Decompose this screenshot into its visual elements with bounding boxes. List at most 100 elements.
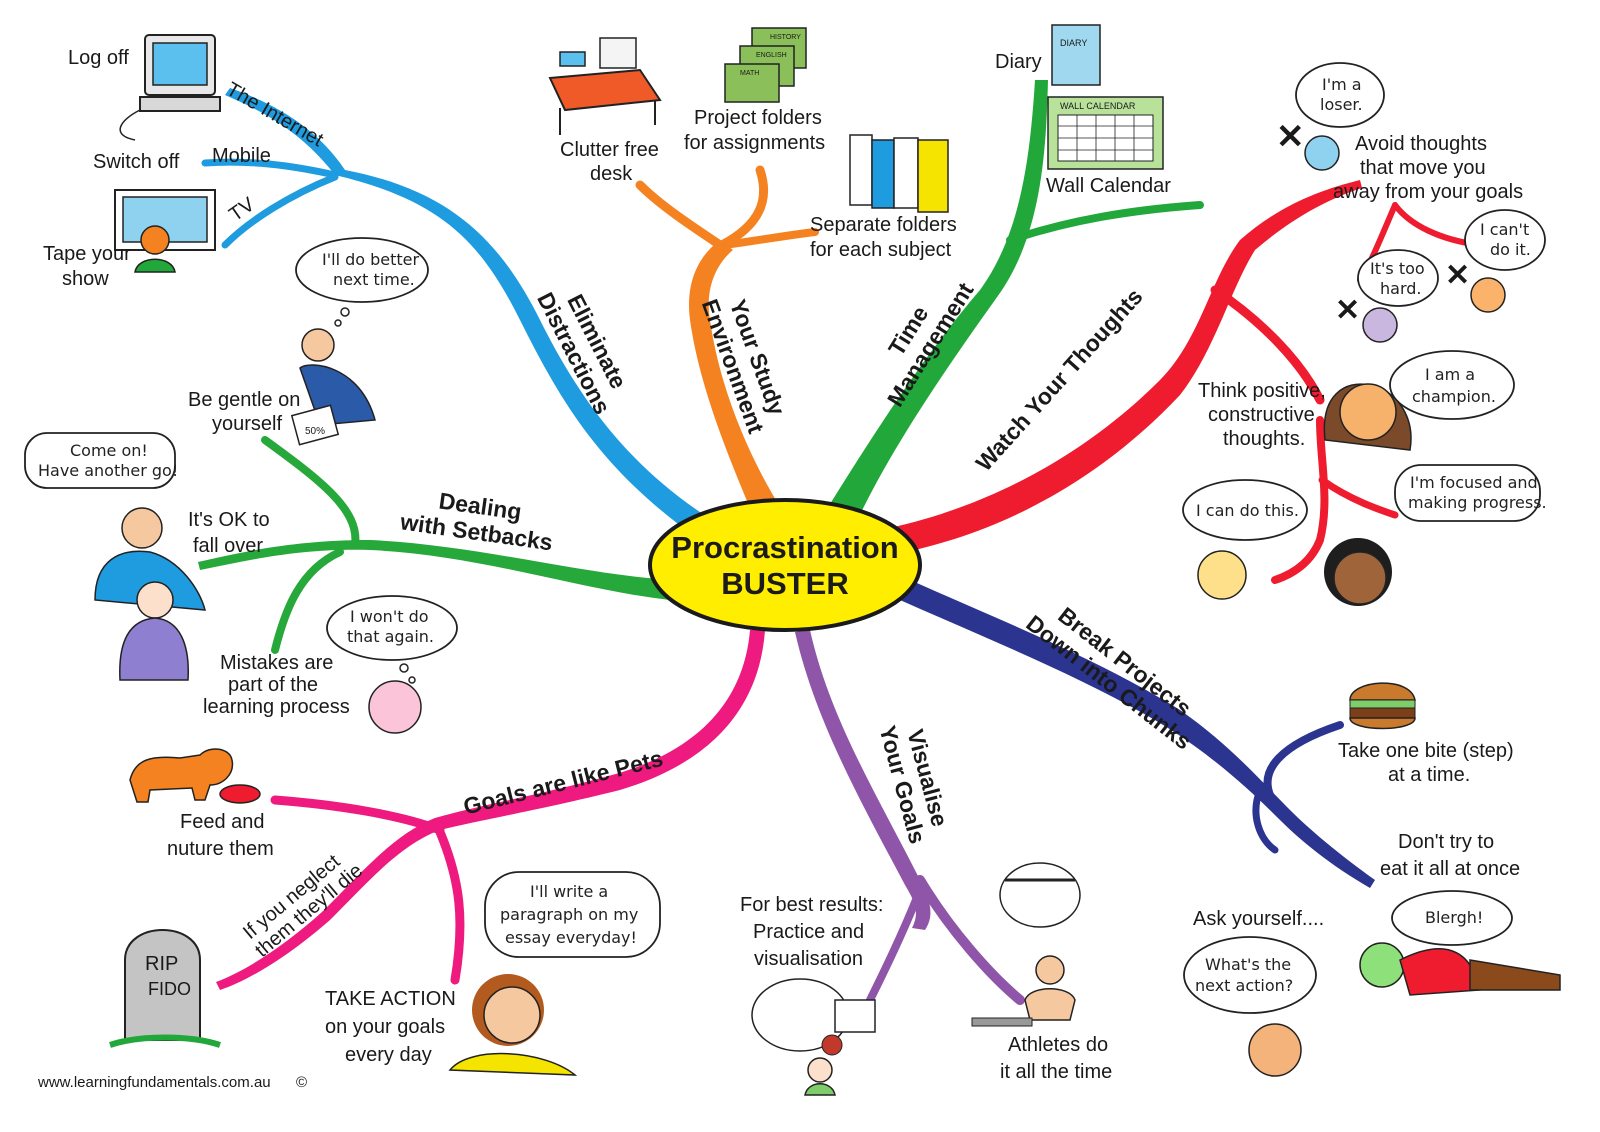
label-log-off: Log off (68, 47, 129, 69)
svg-text:I'll write a: I'll write a (530, 882, 608, 901)
label-feed-l1: Feed and (180, 811, 265, 833)
label-bite-l1: Take one bite (step) (1338, 740, 1514, 762)
burger-icon (1349, 682, 1416, 730)
branch-watch-thoughts (880, 180, 1483, 584)
label-bite-l2: at a time. (1388, 764, 1470, 786)
gravestone-fido: FIDO (148, 979, 191, 999)
svg-text:next action?: next action? (1195, 976, 1293, 995)
branch-eliminate-distractions (201, 88, 720, 540)
face-boy-curly (1324, 538, 1392, 606)
label-mistakes-l2: part of the (228, 674, 318, 696)
student-with-test-icon: 50% (290, 328, 376, 446)
branch-dealing-setbacks (198, 436, 675, 654)
label-ok-fall-l1: It's OK to (188, 509, 270, 531)
footer-copyright: © (296, 1074, 307, 1091)
svg-text:paragraph on my: paragraph on my (500, 905, 638, 924)
label-switch-off: Switch off (93, 151, 180, 173)
branch-title-chunks: Break Projects Down into Chunks (1021, 602, 1196, 755)
svg-text:I'll do better: I'll do better (322, 250, 420, 269)
label-action-l2: on your goals (325, 1016, 445, 1038)
branch-goals-pets (216, 630, 765, 990)
label-athletes-l2: it all the time (1000, 1061, 1112, 1083)
label-project-folders-l2: for assignments (684, 132, 825, 154)
dog-icon (129, 748, 261, 804)
folder-tab-math: MATH (740, 70, 759, 77)
folder-tab-history: HISTORY (770, 34, 801, 41)
svg-text:next time.: next time. (333, 270, 415, 289)
svg-text:What's the: What's the (1205, 955, 1291, 974)
label-avoid-l2: that move you (1360, 157, 1486, 179)
bubble-wont-do-again: I won't do that again. (326, 595, 458, 684)
label-mobile: Mobile (212, 145, 271, 167)
label-ok-fall-l2: fall over (193, 535, 263, 557)
girl-writing-icon (448, 974, 578, 1076)
face-sad-orange (1470, 277, 1506, 313)
computer-icon (119, 34, 221, 141)
label-feed-l2: nuture them (167, 838, 274, 860)
basketball-visualisation-icon (751, 978, 876, 1096)
face-girl-champion (1323, 383, 1412, 451)
bubble-can-do: I can do this. (1182, 479, 1308, 541)
svg-text:champion.: champion. (1412, 387, 1496, 406)
label-ask-yourself: Ask yourself.... (1193, 908, 1324, 930)
branch-visualise-goals (795, 630, 1025, 1005)
svg-text:essay everyday!: essay everyday! (505, 928, 637, 947)
label-think-l1: Think positive, (1198, 380, 1326, 402)
bubble-come-on: Come on! Have another go! (24, 432, 178, 489)
svg-text:I can't: I can't (1480, 220, 1529, 239)
center-node[interactable]: Procrastination BUSTER (648, 498, 922, 632)
label-separate-folders-l1: Separate folders (810, 214, 957, 236)
label-gentle-l2: yourself (212, 413, 282, 435)
svg-text:I'm a: I'm a (1322, 75, 1362, 94)
athlete-weightlifter-icon (971, 862, 1081, 1027)
face-smiling-thinking (1248, 1023, 1302, 1077)
svg-text:loser.: loser. (1320, 95, 1363, 114)
diary-cover-text: DIARY (1060, 38, 1087, 48)
label-clutter-l1: Clutter free (560, 139, 659, 161)
bubble-next-action: What's the next action? (1183, 936, 1317, 1014)
label-clutter-l2: desk (590, 163, 633, 185)
label-best-l2: Practice and (753, 921, 864, 943)
svg-text:I am a: I am a (1425, 365, 1475, 384)
svg-text:making progress.: making progress. (1408, 493, 1547, 512)
label-avoid-l1: Avoid thoughts (1355, 133, 1487, 155)
bubble-write-paragraph: I'll write a paragraph on my essay every… (484, 871, 661, 958)
x-mark-3: ✕ (1335, 294, 1360, 327)
test-score: 50% (305, 426, 325, 437)
svg-text:do it.: do it. (1490, 240, 1531, 259)
svg-text:I won't do: I won't do (350, 607, 429, 626)
x-mark-1: ✕ (1276, 118, 1305, 156)
footer-url[interactable]: www.learningfundamentals.com.au (37, 1074, 271, 1091)
wall-calendar-icon: WALL CALENDAR (1047, 96, 1164, 170)
gravestone-rip: RIP (145, 953, 178, 975)
face-sad-purple (1362, 307, 1398, 343)
label-avoid-l3: away from your goals (1333, 181, 1523, 203)
label-action-l3: every day (345, 1044, 432, 1066)
branch-study-environment (635, 165, 819, 520)
label-tape-show-l1: Tape your (43, 243, 131, 265)
svg-text:hard.: hard. (1380, 279, 1421, 298)
face-laughing (1197, 550, 1247, 600)
branch-time-management (820, 80, 1204, 525)
folders-icon: HISTORY ENGLISH MATH (724, 27, 807, 103)
tv-icon (114, 189, 216, 273)
branch-break-chunks (900, 580, 1375, 888)
parent-child-icon (94, 507, 206, 681)
center-title-line1: Procrastination (671, 530, 898, 565)
bubble-better-next-time: I'll do better next time. (295, 237, 429, 327)
label-best-l3: visualisation (754, 948, 863, 970)
svg-text:Have another go!: Have another go! (38, 461, 178, 480)
binders-icon (849, 134, 949, 213)
bubble-champion: I am a champion. (1389, 350, 1515, 420)
svg-text:I can do this.: I can do this. (1196, 501, 1299, 520)
svg-text:Come on!: Come on! (70, 441, 148, 460)
center-title-line2: BUSTER (721, 566, 848, 601)
bubble-blergh: Blergh! (1391, 890, 1513, 946)
bubble-loser: I'm a loser. (1295, 62, 1385, 128)
label-dont-l1: Don't try to (1398, 831, 1494, 853)
label-project-folders-l1: Project folders (694, 107, 822, 129)
label-best-l1: For best results: (740, 894, 883, 916)
bubble-focused: I'm focused and making progress. (1394, 464, 1547, 522)
sick-person-icon (1359, 942, 1561, 996)
label-think-l2: constructive (1208, 404, 1315, 426)
